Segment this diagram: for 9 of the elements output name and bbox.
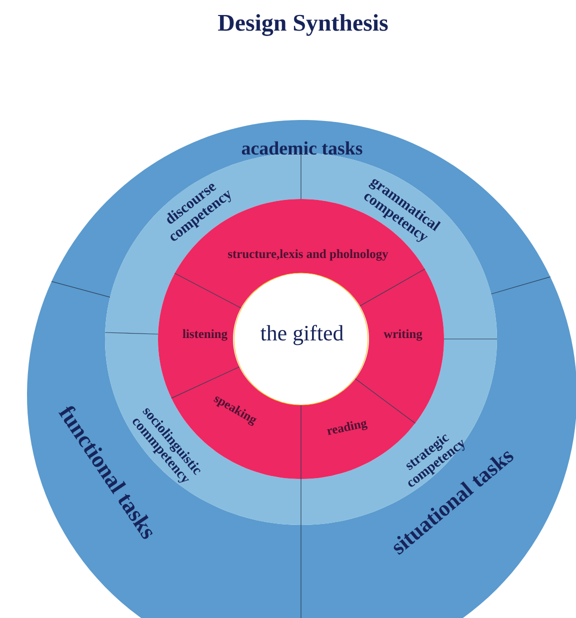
segment-label: writing — [384, 329, 422, 341]
segment-label: listening — [182, 329, 228, 341]
segment-label: structure,lexis and pholnology — [228, 249, 388, 261]
title: Design Synthesis — [218, 14, 388, 36]
segment-label: the gifted — [260, 324, 344, 346]
segment-label: reading — [326, 420, 368, 436]
ring-segment — [158, 273, 241, 398]
segment-label: academic tasks — [242, 141, 362, 155]
ring-segment — [52, 120, 550, 298]
